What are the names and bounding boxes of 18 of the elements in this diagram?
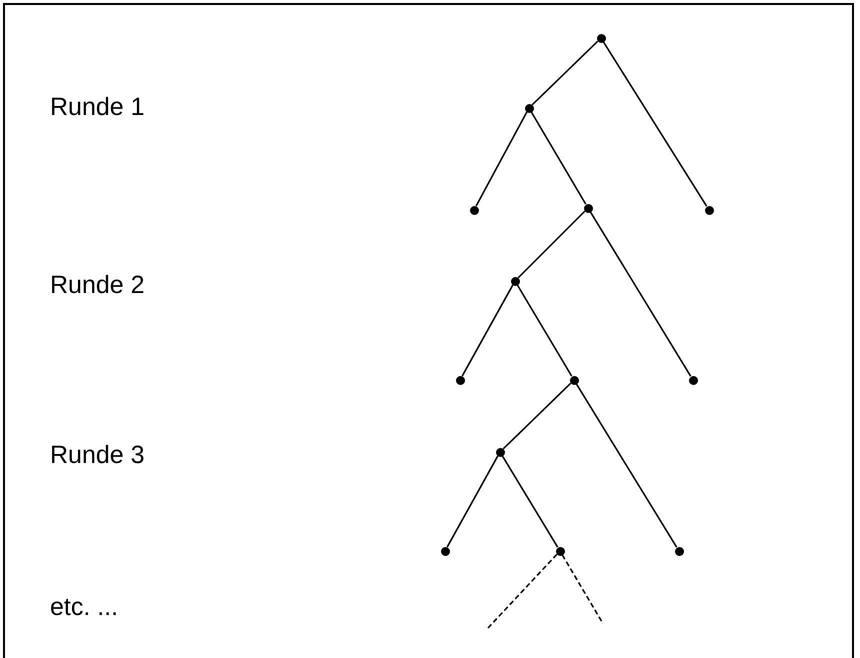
tree-line — [530, 111, 586, 205]
tree-line — [475, 112, 528, 206]
tree-line — [446, 456, 499, 548]
round-label: Runde 3 — [50, 440, 145, 471]
round-label: Runde 1 — [50, 92, 145, 123]
tree-line — [576, 383, 678, 548]
round-label: Runde 2 — [50, 270, 145, 301]
tree-line — [518, 210, 586, 278]
dashed-line — [487, 554, 558, 629]
tree-line — [516, 284, 572, 377]
tree-line — [532, 40, 598, 106]
dashed-line — [562, 554, 603, 622]
tree-line — [602, 41, 708, 207]
round-label: etc. ... — [50, 592, 118, 623]
tree-line — [502, 455, 558, 548]
tree-line — [502, 382, 572, 450]
tree-line — [590, 211, 692, 377]
tree-line — [461, 284, 514, 376]
